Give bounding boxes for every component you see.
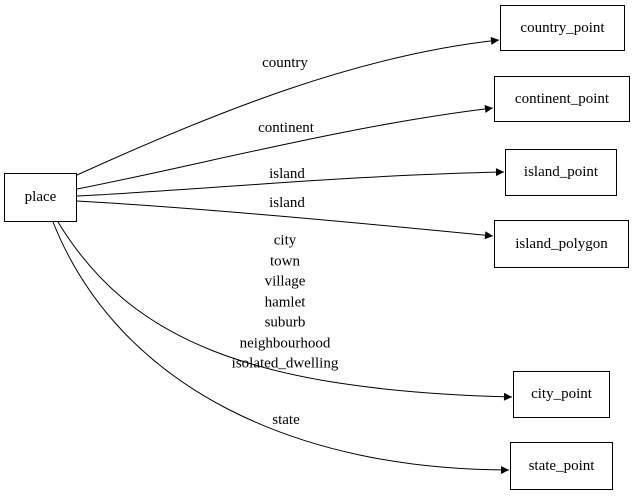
node-continent-point: continent_point (494, 76, 630, 122)
edge-place-to-state_point (52, 221, 510, 474)
node-country-point: country_point (500, 5, 625, 51)
node-island-point: island_point (505, 149, 617, 196)
edge-place-to-continent_point (76, 104, 494, 190)
edge-place-to-island_polygon (76, 200, 494, 240)
edge-label-island-polygon: island (269, 194, 305, 211)
edge-place-to-country_point (76, 36, 500, 176)
edge-label-country: country (262, 54, 308, 71)
node-state-point: state_point (510, 442, 613, 490)
edge-label-state: state (272, 411, 300, 428)
node-city-point: city_point (513, 371, 610, 418)
edge-place-to-island_point (76, 168, 505, 197)
edge-label-island-point: island (269, 165, 305, 182)
edges-group (52, 36, 513, 474)
edge-label-city-types: city town village hamlet suburb neighbou… (231, 232, 339, 372)
node-island-polygon: island_polygon (494, 220, 629, 268)
node-place: place (4, 173, 77, 222)
edge-label-continent: continent (258, 119, 314, 136)
edge-place-to-city_point (57, 221, 513, 401)
